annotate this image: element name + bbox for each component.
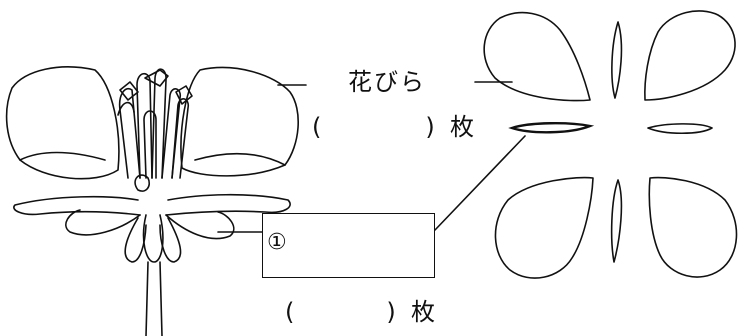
petal-bottom-left: [494, 176, 594, 279]
petal-top-right: [644, 10, 736, 101]
left-sepal: [13, 195, 141, 216]
flower-parts: [483, 10, 738, 279]
flower-side-view: [5, 66, 299, 336]
petal-bottom-right: [648, 176, 738, 278]
petal-label: 花びら: [348, 68, 426, 96]
part-name-answer-box[interactable]: ①: [262, 213, 435, 278]
sepal-bottom: [610, 179, 623, 263]
petal-top-left: [483, 11, 591, 102]
sepal-right: [647, 123, 713, 134]
left-petal: [5, 66, 120, 180]
stem: [145, 261, 149, 336]
right-petal: [180, 66, 299, 177]
part-count-unit: 枚: [411, 298, 436, 326]
petal-count-close: ): [425, 113, 435, 141]
pistil: [143, 110, 157, 179]
sepal-top: [611, 21, 623, 99]
part-count-blank: () 枚: [285, 300, 435, 324]
petal-count-blank: () 枚: [312, 115, 474, 139]
right-sepal: [165, 193, 291, 216]
part-count-open: (: [285, 298, 295, 326]
sepal-left: [508, 122, 595, 134]
petal-count-open: (: [312, 113, 322, 141]
leader-box-right: [434, 135, 526, 231]
part-count-close: ): [386, 298, 396, 326]
petal-count-unit: 枚: [450, 113, 475, 141]
box-marker: ①: [267, 230, 287, 255]
